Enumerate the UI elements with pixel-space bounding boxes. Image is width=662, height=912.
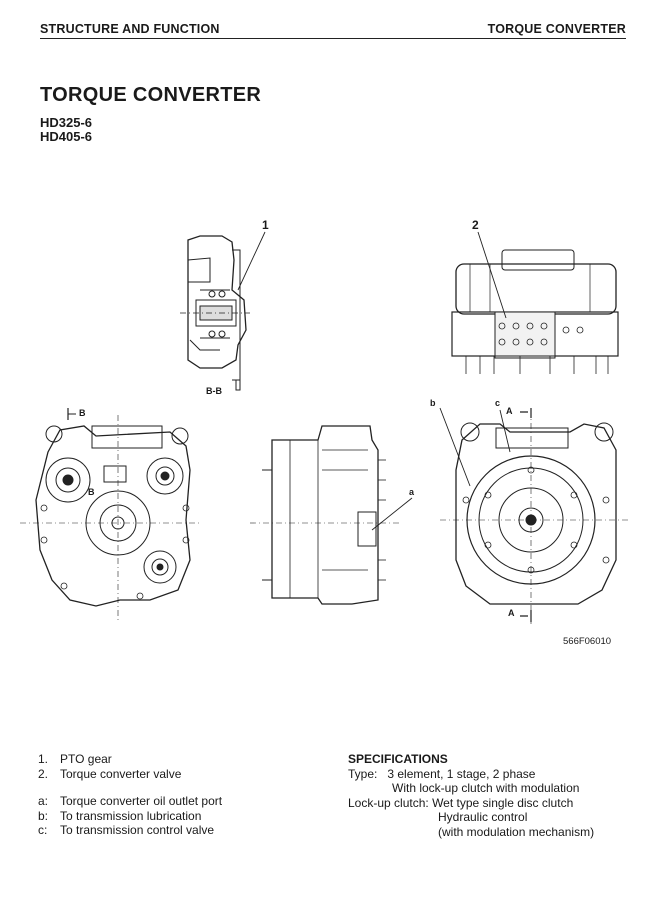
legend-item: c: To transmission control valve bbox=[38, 823, 222, 838]
section-b-marker-top: B bbox=[79, 408, 86, 418]
specs-type-label: Type: bbox=[348, 766, 378, 781]
model-name: HD405-6 bbox=[40, 129, 93, 144]
specs-type-value: 3 element, 1 stage, 2 phase bbox=[387, 766, 536, 781]
legend-key: b: bbox=[38, 808, 49, 823]
top-view bbox=[451, 231, 619, 374]
legend-item: 1. PTO gear bbox=[38, 752, 181, 767]
legend-lettered: a: Torque converter oil outlet port b: To … bbox=[38, 794, 222, 838]
legend-key: 1. bbox=[38, 752, 49, 766]
specs-lockup-row: Lock-up clutch: Wet type single disc clu… bbox=[348, 796, 594, 811]
legend-key: c: bbox=[38, 823, 48, 837]
rear-view bbox=[439, 407, 630, 625]
legend-key: 2. bbox=[38, 766, 49, 781]
specifications: SPECIFICATIONS Type: 3 element, 1 stage,… bbox=[348, 752, 594, 839]
legend-numbered: 1. PTO gear 2. Torque converter valve bbox=[38, 752, 181, 781]
legend-text: To transmission lubrication bbox=[60, 808, 202, 823]
legend-item: 2. Torque converter valve bbox=[38, 767, 181, 782]
legend-key: a: bbox=[38, 794, 49, 808]
callout-c: c bbox=[495, 398, 501, 408]
page-title: TORQUE CONVERTER bbox=[40, 84, 262, 106]
section-b-marker-mid: B bbox=[88, 487, 95, 497]
legend-item: b: To transmission lubrication bbox=[38, 809, 222, 824]
model-name: HD325-6 bbox=[40, 115, 93, 130]
callout-1: 1 bbox=[262, 218, 269, 232]
specs-lockup-value-2: Hydraulic control bbox=[438, 810, 528, 824]
section-bb-label: B-B bbox=[206, 386, 222, 396]
side-view bbox=[250, 425, 413, 605]
section-a-marker-bottom: A bbox=[508, 608, 515, 618]
specs-lockup-value-3: (with modulation mechanism) bbox=[438, 824, 595, 839]
specs-type-row: Type: 3 element, 1 stage, 2 phase bbox=[348, 767, 594, 782]
specs-heading: SPECIFICATIONS bbox=[348, 752, 448, 766]
specs-type-value-2: With lock-up clutch with modulation bbox=[392, 781, 580, 795]
header-section-title: STRUCTURE AND FUNCTION bbox=[40, 22, 220, 36]
callout-b: b bbox=[430, 398, 436, 408]
header-rule bbox=[40, 38, 626, 39]
header-topic-title: TORQUE CONVERTER bbox=[487, 22, 626, 36]
specs-lockup-label: Lock-up clutch: bbox=[348, 795, 429, 810]
callout-a: a bbox=[409, 487, 415, 497]
legend-text: PTO gear bbox=[60, 752, 112, 766]
legend-text: Torque converter valve bbox=[60, 766, 182, 781]
legend-item: a: Torque converter oil outlet port bbox=[38, 794, 222, 809]
section-bb-view bbox=[180, 231, 266, 391]
front-view bbox=[20, 408, 200, 620]
callout-2: 2 bbox=[472, 218, 479, 232]
section-a-marker-top: A bbox=[506, 406, 513, 416]
figure-number: 566F06010 bbox=[563, 636, 612, 647]
legend-text: To transmission control valve bbox=[60, 823, 215, 837]
model-list: HD325-6 HD405-6 bbox=[40, 116, 92, 144]
specs-lockup-value: Wet type single disc clutch bbox=[432, 795, 574, 810]
legend-text: Torque converter oil outlet port bbox=[60, 794, 223, 808]
